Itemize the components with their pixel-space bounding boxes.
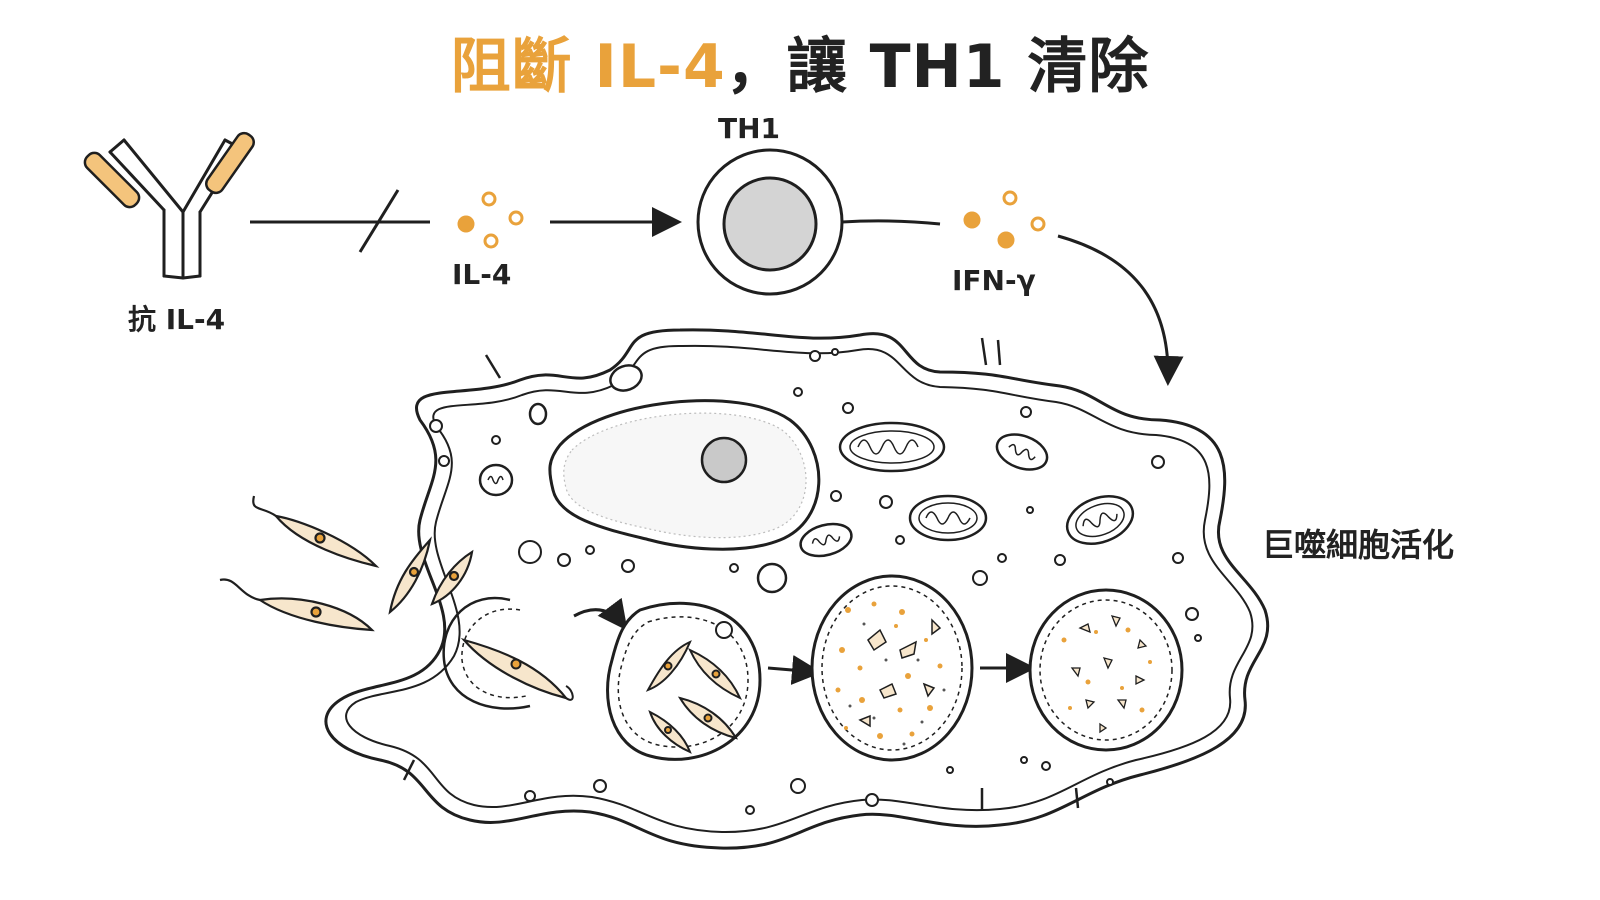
antibody-label: 抗 IL-4 <box>128 303 226 336</box>
il4-label: IL-4 <box>452 258 512 291</box>
line-th1-to-ifng <box>841 219 941 226</box>
phagosome-stage-3 <box>810 574 974 762</box>
title-highlight: 阻斷 IL-4 <box>450 32 726 102</box>
arrow-stage-2-to-3 <box>767 655 822 685</box>
antibody-icon <box>83 131 255 280</box>
arrow-stage-1-to-2 <box>573 597 628 631</box>
mitochondria-group <box>478 364 1135 594</box>
phagosome-stage-1 <box>442 596 574 710</box>
parasites-outside <box>219 495 474 632</box>
title-rest: ，讓 TH1 清除 <box>725 32 1150 102</box>
vesicles-group <box>429 348 1202 815</box>
macrophage-label: 巨噬細胞活化 <box>1262 526 1455 564</box>
phagosome-stage-2 <box>606 601 762 761</box>
th1-label: TH1 <box>718 112 781 145</box>
ifng-molecules-icon <box>963 190 1046 249</box>
phagosome-stage-4 <box>1028 588 1184 752</box>
il4-molecules-icon <box>457 191 524 249</box>
ifng-label: IFN-γ <box>952 264 1036 297</box>
th1-cell-icon <box>696 148 844 296</box>
macrophage-nucleus <box>548 399 821 551</box>
nucleolus-icon <box>700 436 748 484</box>
diagram-title: 阻斷 IL-4，讓 TH1 清除 <box>0 18 1600 105</box>
arrow-ifng-to-macrophage <box>1057 234 1184 386</box>
inhibition-line <box>250 189 430 253</box>
macrophage-cell <box>324 328 1270 850</box>
